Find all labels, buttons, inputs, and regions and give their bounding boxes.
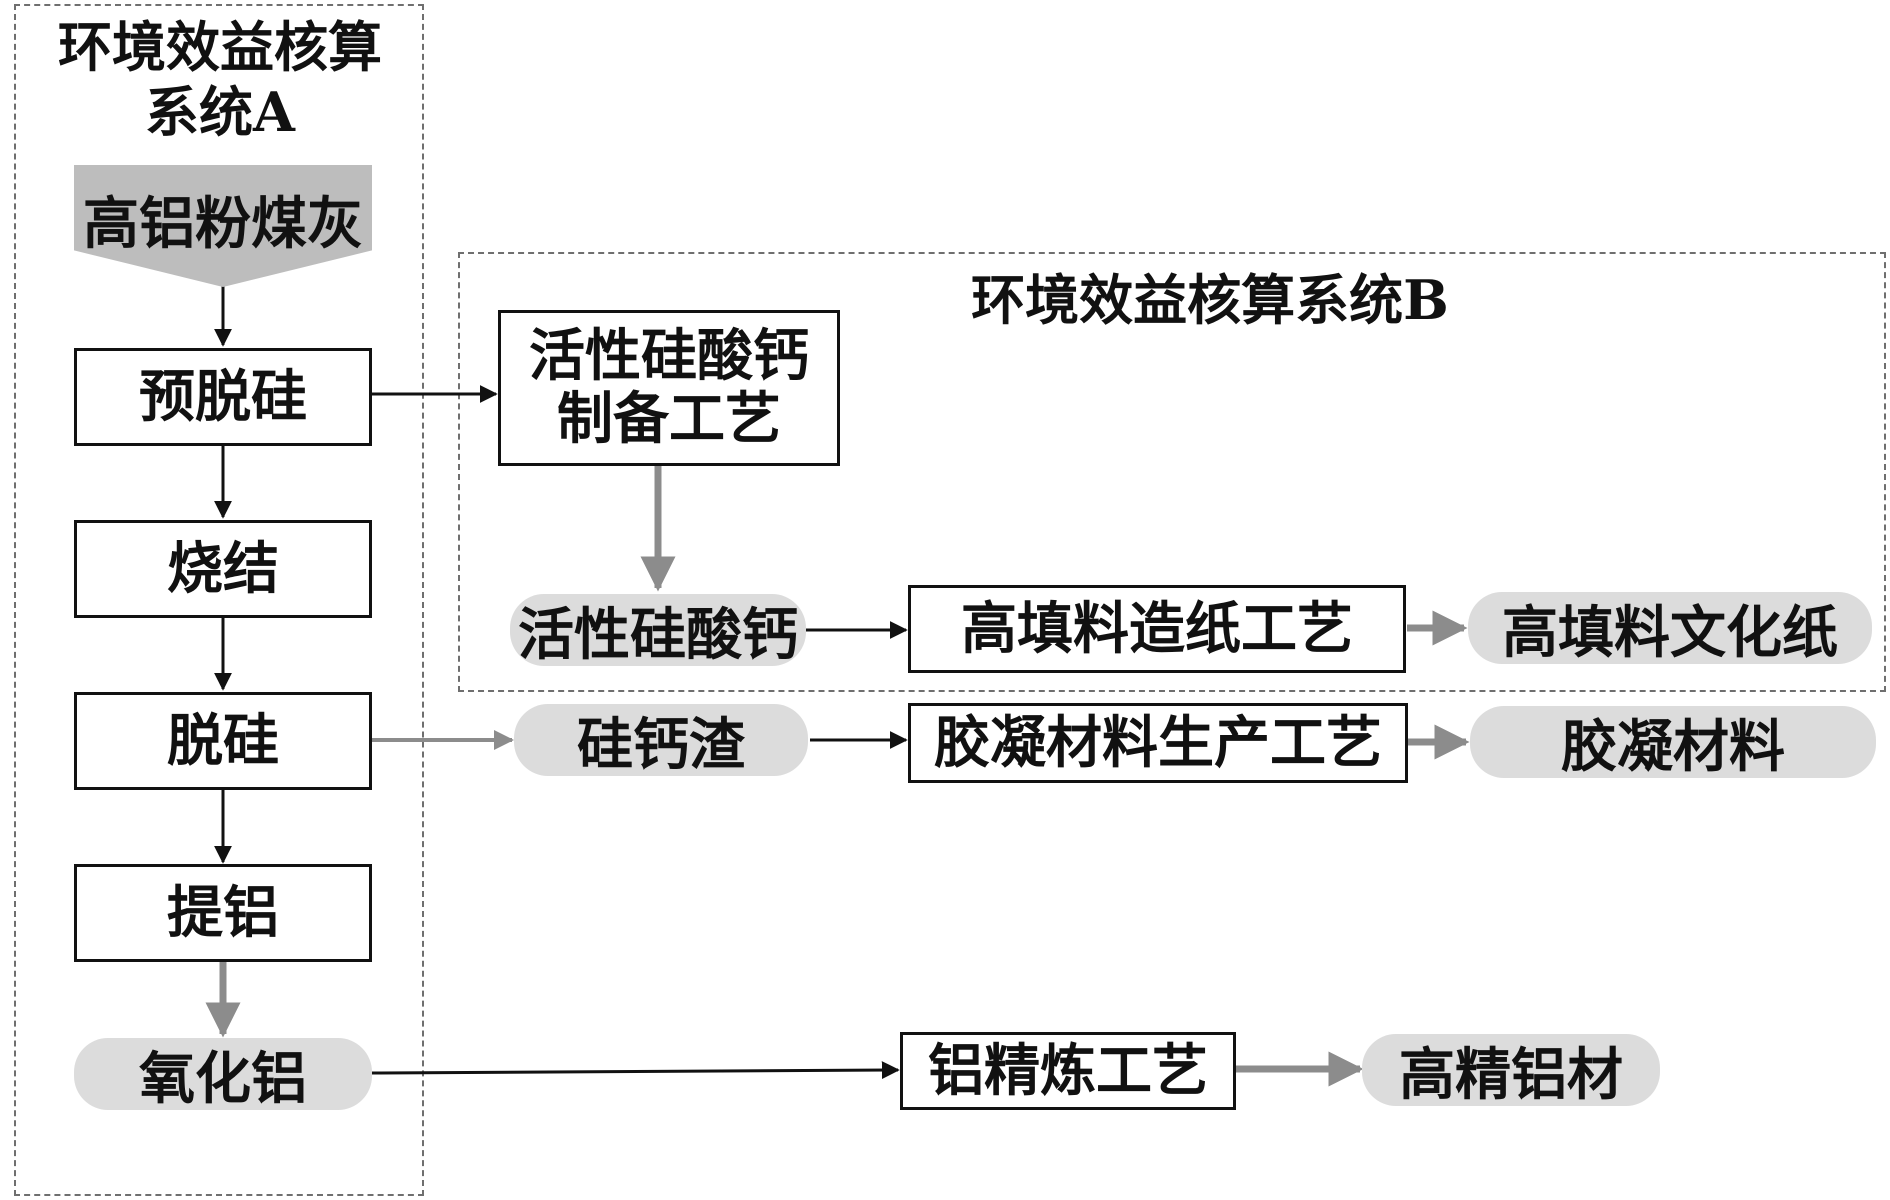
calcium-silicate-label: 活性硅酸钙 bbox=[518, 601, 798, 668]
system-b-title: 环境效益核算系统B bbox=[860, 268, 1560, 334]
system-b-title-text: 环境效益核算系统B bbox=[971, 268, 1449, 332]
paper-product: 高填料文化纸 bbox=[1468, 592, 1872, 666]
slag-product: 硅钙渣 bbox=[514, 704, 808, 778]
cementitious-process-label: 胶凝材料生产工艺 bbox=[934, 709, 1382, 776]
system-a-boundary bbox=[14, 4, 424, 1196]
alumina-label: 氧化铝 bbox=[139, 1045, 307, 1112]
cementitious-product: 胶凝材料 bbox=[1470, 706, 1876, 780]
al-material-product: 高精铝材 bbox=[1362, 1034, 1660, 1108]
al-extraction-box: 提铝 bbox=[74, 864, 372, 962]
calcium-silicate-product: 活性硅酸钙 bbox=[510, 594, 806, 668]
cs-process-label: 活性硅酸钙制备工艺 bbox=[529, 323, 809, 452]
al-material-label: 高精铝材 bbox=[1399, 1041, 1623, 1108]
sintering-label: 烧结 bbox=[167, 535, 279, 602]
paper-process-box: 高填料造纸工艺 bbox=[908, 585, 1406, 673]
al-refining-process-box: 铝精炼工艺 bbox=[900, 1032, 1236, 1110]
paper-process-label: 高填料造纸工艺 bbox=[961, 595, 1353, 662]
al-refining-process-label: 铝精炼工艺 bbox=[928, 1037, 1208, 1104]
paper-label: 高填料文化纸 bbox=[1502, 599, 1838, 666]
arrow-alumina-to-refining bbox=[371, 1061, 900, 1080]
desilication-label: 脱硅 bbox=[167, 707, 279, 774]
system-b-boundary bbox=[458, 252, 1886, 692]
desilication-box: 脱硅 bbox=[74, 692, 372, 790]
slag-label: 硅钙渣 bbox=[577, 711, 745, 778]
system-a-title: 环境效益核算系统A bbox=[30, 10, 410, 150]
sintering-box: 烧结 bbox=[74, 520, 372, 618]
fly-ash-label: 高铝粉煤灰 bbox=[83, 191, 363, 257]
cementitious-process-box: 胶凝材料生产工艺 bbox=[908, 703, 1408, 783]
al-extraction-label: 提铝 bbox=[167, 879, 279, 946]
system-a-title-text: 环境效益核算系统A bbox=[58, 15, 382, 144]
alumina-product: 氧化铝 bbox=[74, 1038, 372, 1112]
pre-desilication-box: 预脱硅 bbox=[74, 348, 372, 446]
cementitious-label: 胶凝材料 bbox=[1561, 713, 1785, 780]
cs-process-box: 活性硅酸钙制备工艺 bbox=[498, 310, 840, 466]
pre-desilication-label: 预脱硅 bbox=[139, 363, 307, 430]
